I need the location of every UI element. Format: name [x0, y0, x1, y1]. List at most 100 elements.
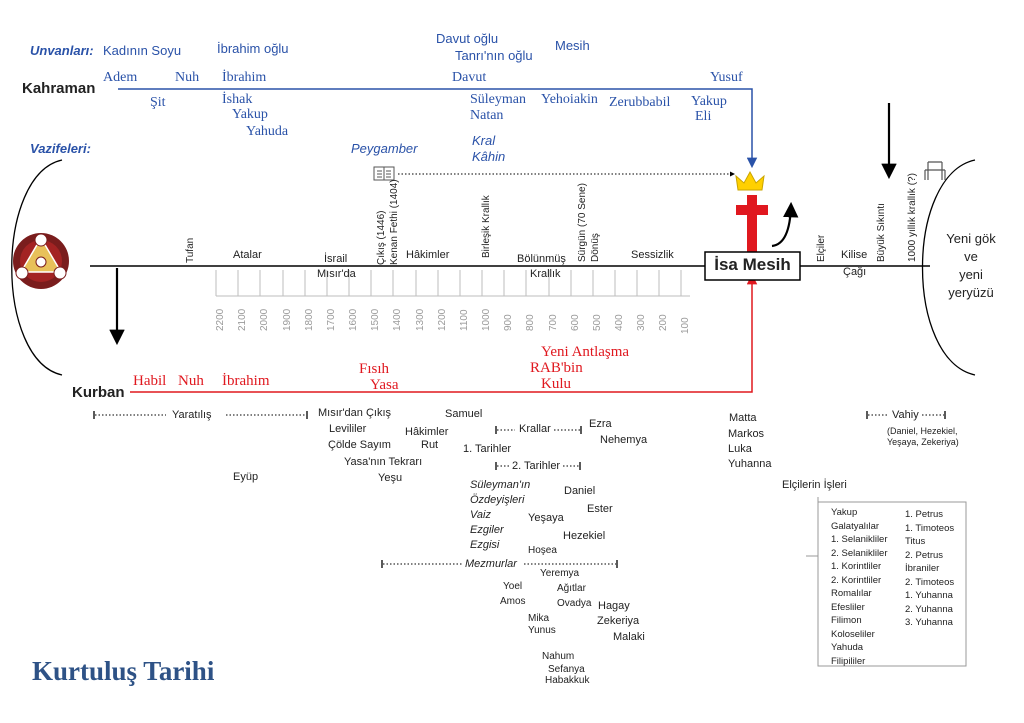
year-label: 400	[614, 314, 625, 331]
year-label: 1600	[348, 308, 359, 331]
title-item: Davut oğlu	[436, 31, 499, 46]
gospel-label: Matta	[729, 412, 757, 424]
year-ruler	[215, 270, 690, 297]
sacrifice-name: Nuh	[178, 373, 204, 389]
hero-name: Yakup	[232, 107, 268, 122]
period-label: Kenan Fethi (1404)	[389, 179, 400, 265]
book-label: Yasa'nın Tekrarı	[344, 456, 423, 468]
book-label: Mika	[528, 613, 550, 624]
year-label: 1700	[326, 308, 337, 331]
period-label: Elçiler	[816, 234, 827, 262]
period-label: Sessizlik	[631, 249, 674, 261]
sacrifice-name: RAB'bin	[530, 360, 583, 376]
book-label: Hezekiel	[563, 530, 606, 542]
epistle-item: 1. Yuhanna	[905, 590, 953, 601]
epistle-item: Filipililer	[831, 655, 866, 667]
period-label: Sürgün (70 Sene)	[577, 183, 588, 262]
epistle-item: Koloseliler	[831, 628, 875, 640]
hero-name: İbrahim	[222, 70, 267, 85]
epistle-item: Galatyalılar	[831, 520, 880, 532]
title-item: Mesih	[555, 38, 590, 53]
hero-line	[118, 88, 758, 169]
book-label: Eyüp	[233, 471, 259, 483]
period-label: 1000 yıllık krallık (?)	[907, 173, 918, 262]
end-label: yeryüzü	[948, 285, 994, 300]
book-label: Sefanya	[548, 664, 585, 675]
period-label: Hâkimler	[406, 249, 450, 261]
epistle-item: 1. Timoteos	[905, 522, 955, 534]
duties-label: Vazifeleri:	[30, 141, 91, 156]
year-label: 700	[548, 314, 559, 331]
book-label: 2. Tarihler	[512, 460, 561, 472]
hero-name: Nuh	[175, 70, 200, 85]
year-label: 1900	[282, 308, 293, 331]
year-label: 1800	[304, 308, 315, 331]
sacrifice-name: Yeni Antlaşma	[541, 344, 630, 360]
epistle-item: 1. Selanikliler	[831, 534, 888, 545]
epistle-item: 2. Yuhanna	[905, 603, 953, 615]
year-label: 2200	[215, 308, 226, 331]
titles-label: Unvanları:	[30, 43, 94, 58]
book-icon	[373, 166, 395, 181]
sacrifice-name: Fısıh	[359, 361, 390, 377]
period-label: Çağı	[843, 266, 867, 278]
period-label: Büyük Sıkıntı	[876, 203, 887, 262]
gospel-label: Luka	[728, 443, 752, 455]
book-label: Samuel	[445, 408, 483, 420]
duty-item: Kâhin	[472, 149, 506, 164]
book-label: Ovadya	[557, 598, 592, 609]
trinity-logo-icon	[13, 233, 69, 289]
book-label: Yoel	[503, 581, 523, 592]
epistle-item: Titus	[905, 536, 926, 547]
new-creation-arc	[921, 159, 976, 376]
revelation-note: Yeşaya, Zekeriya)	[887, 437, 959, 447]
creation-arc	[11, 159, 63, 376]
book-label: Nahum	[542, 651, 575, 662]
period-label: Dönüş	[590, 233, 601, 262]
jesus-christ-box: İsa Mesih	[714, 255, 791, 274]
period-label: Bölünmüş	[517, 253, 566, 265]
gospel-label: Markos	[728, 428, 765, 440]
book-label: Yeşu	[378, 472, 403, 484]
duty-item: Peygamber	[351, 141, 418, 156]
book-label: Süleyman'ın	[470, 479, 531, 491]
period-label: Atalar	[233, 249, 262, 261]
book-label: Mezmurlar	[465, 558, 517, 570]
book-label: Habakkuk	[545, 675, 590, 686]
book-label: 1. Tarihler	[463, 443, 512, 455]
epistle-item: 2. Timoteos	[905, 576, 955, 588]
sacrifice-label: Kurban	[72, 384, 125, 401]
title-item: İbrahim oğlu	[217, 41, 289, 56]
book-label: Daniel	[564, 485, 596, 497]
hero-name: Yusuf	[710, 70, 743, 85]
year-label: 1400	[392, 308, 403, 331]
book-label: Krallar	[519, 423, 551, 435]
book-label: Vahiy	[892, 409, 919, 421]
hero-name: İshak	[222, 92, 253, 107]
hero-name: Zerubbabil	[609, 95, 671, 110]
book-label: Nehemya	[600, 434, 648, 446]
book-label: Ezgisi	[470, 539, 500, 551]
book-label: Yaratılış	[172, 409, 212, 421]
year-label: 1000	[481, 308, 492, 331]
period-label: Krallık	[530, 268, 561, 280]
epistle-item: 3. Yuhanna	[905, 617, 953, 628]
year-label: 200	[658, 314, 669, 331]
duty-item: Kral	[472, 133, 496, 148]
book-label: Vaiz	[470, 509, 491, 521]
book-label: Ester	[587, 503, 613, 515]
year-label: 600	[570, 314, 581, 331]
end-label: ve	[964, 249, 978, 264]
book-label: Yeşaya	[528, 512, 564, 524]
year-label: 2100	[237, 308, 248, 331]
end-label: yeni	[959, 267, 983, 282]
epistle-item: İbraniler	[905, 563, 940, 574]
year-label: 1200	[437, 308, 448, 331]
throne-icon	[924, 161, 946, 180]
page-title: Kurtuluş Tarihi	[32, 656, 215, 686]
hero-name: Eli	[695, 109, 712, 124]
book-label: Yunus	[528, 625, 556, 636]
year-label: 500	[592, 314, 603, 331]
